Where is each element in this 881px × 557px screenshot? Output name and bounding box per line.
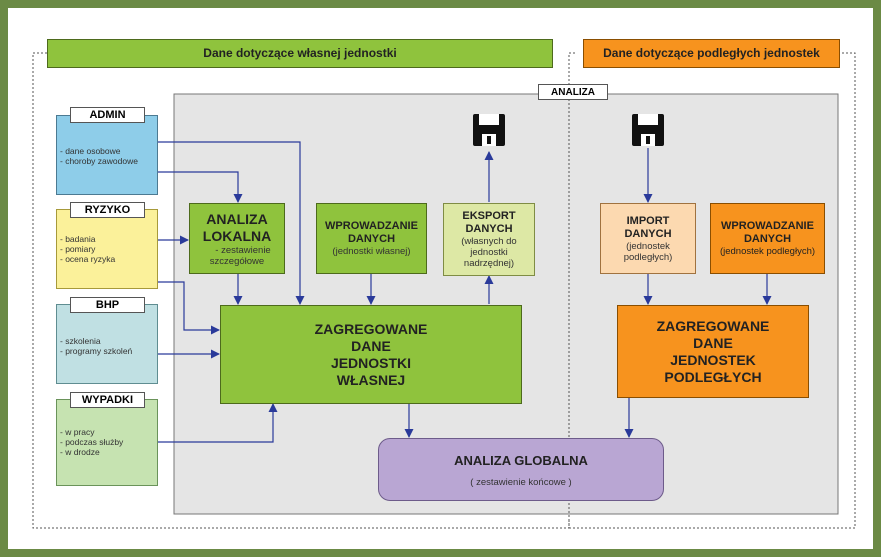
list-item: - ocena ryzyka — [60, 254, 116, 264]
eksport-sub-1: (własnych do — [461, 236, 517, 247]
banner-own-label: Dane dotyczące własnej jednostki — [203, 46, 397, 60]
wypadki-title: WYPADKI — [81, 394, 134, 406]
zagregowane-podlegle-line-2: DANE — [693, 334, 733, 351]
eksport-box: EKSPORT DANYCH (własnych do jednostki na… — [443, 203, 535, 276]
admin-title: ADMIN — [89, 109, 126, 121]
import-sub-1: (jednostek — [626, 240, 670, 252]
analiza-lokalna-title-2: LOKALNA — [202, 227, 272, 244]
list-item: - pomiary — [60, 244, 96, 254]
ryzyko-title: RYZYKO — [84, 204, 131, 216]
ryzyko-box — [56, 209, 158, 289]
eksport-sub-3: nadrzędnej) — [463, 258, 515, 269]
list-item: - w pracy — [60, 427, 95, 437]
ryzyko-list: - badania - pomiary - ocena ryzyka — [60, 234, 115, 264]
banner-sub-label: Dane dotyczące podległych jednostek — [603, 46, 820, 60]
arrow-admin-analiza-lokalna — [158, 171, 243, 203]
import-box: IMPORT DANYCH (jednostek podległych) — [600, 203, 696, 274]
wprowadzanie-wlasne-sub: (jednostki własnej) — [332, 246, 411, 257]
analiza-tab: ANALIZA — [538, 84, 608, 100]
wprowadzanie-podlegle-title-1: WPROWADZANIE — [721, 220, 814, 232]
zagregowane-wlasne-line-3: JEDNOSTKI — [330, 354, 412, 371]
zagregowane-podlegle-line-1: ZAGREGOWANE — [656, 317, 770, 334]
banner-own-unit: Dane dotyczące własnej jednostki — [47, 39, 553, 68]
analiza-lokalna-title-1: ANALIZA — [206, 210, 268, 227]
zagregowane-wlasne-line-2: DANE — [351, 337, 391, 354]
list-item: - badania — [60, 234, 96, 244]
analiza-globalna-sub: ( zestawienie końcowe ) — [470, 476, 572, 488]
admin-list: - dane osobowe - choroby zawodowe — [60, 146, 138, 166]
wypadki-box — [56, 399, 158, 486]
wprowadzanie-wlasne-title-2: DANYCH — [347, 233, 396, 245]
wprowadzanie-wlasne-box: WPROWADZANIE DANYCH (jednostki własnej) — [316, 203, 427, 274]
analiza-globalna-title: ANALIZA GLOBALNA — [454, 452, 588, 468]
list-item: - programy szkoleń — [60, 346, 133, 356]
list-item: - podczas służby — [60, 437, 124, 447]
bhp-list: - szkolenia - programy szkoleń — [60, 336, 132, 356]
zagregowane-podlegle-box: ZAGREGOWANE DANE JEDNOSTEK PODLEGŁYCH — [617, 305, 809, 398]
zagregowane-podlegle-line-4: PODLEGŁYCH — [664, 368, 762, 385]
arrow-admin-zagregowane — [158, 141, 305, 305]
import-sub-2: podległych) — [623, 251, 673, 263]
wypadki-tab: WYPADKI — [70, 392, 145, 408]
analiza-lokalna-box: ANALIZA LOKALNA - zestawienie szczegółow… — [189, 203, 285, 274]
floppy-disk-icon — [632, 114, 664, 146]
arrow-ryzyko-zagregowane — [158, 281, 220, 335]
eksport-title-1: EKSPORT — [462, 210, 516, 222]
zagregowane-wlasne-line-1: ZAGREGOWANE — [314, 320, 428, 337]
banner-subordinate-units: Dane dotyczące podległych jednostek — [583, 39, 840, 68]
dashed-outline-own — [32, 52, 570, 529]
wypadki-list: - w pracy - podczas służby - w drodze — [60, 427, 123, 457]
import-title-2: DANYCH — [624, 227, 672, 240]
bhp-title: BHP — [95, 299, 120, 311]
arrow-wypadki-zagregowane — [158, 403, 278, 443]
floppy-disk-icon — [473, 114, 505, 146]
list-item: - w drodze — [60, 447, 100, 457]
list-item: - szkolenia — [60, 336, 101, 346]
zagregowane-wlasne-box: ZAGREGOWANE DANE JEDNOSTKI WŁASNEJ — [220, 305, 522, 404]
wprowadzanie-podlegle-box: WPROWADZANIE DANYCH (jednostek podległyc… — [710, 203, 825, 274]
import-title-1: IMPORT — [626, 214, 670, 227]
zagregowane-podlegle-line-3: JEDNOSTEK — [670, 351, 756, 368]
analiza-label: ANALIZA — [551, 86, 595, 98]
zagregowane-wlasne-line-4: WŁASNEJ — [336, 371, 406, 388]
admin-tab: ADMIN — [70, 107, 145, 123]
ryzyko-tab: RYZYKO — [70, 202, 145, 218]
list-item: - dane osobowe — [60, 146, 121, 156]
eksport-sub-2: jednostki — [470, 247, 508, 258]
wprowadzanie-podlegle-sub: (jednostek podległych) — [719, 246, 816, 257]
list-item: - choroby zawodowe — [60, 156, 138, 166]
wprowadzanie-podlegle-title-2: DANYCH — [743, 233, 792, 245]
eksport-title-2: DANYCH — [465, 223, 513, 235]
dashed-outline-sub — [568, 52, 856, 529]
bhp-box — [56, 304, 158, 384]
bhp-tab: BHP — [70, 297, 145, 313]
analiza-globalna-box: ANALIZA GLOBALNA ( zestawienie końcowe ) — [378, 438, 664, 501]
wprowadzanie-wlasne-title-1: WPROWADZANIE — [325, 220, 418, 232]
analiza-lokalna-sub-1: - zestawienie — [215, 244, 271, 256]
analiza-lokalna-sub-2: szczegółowe — [209, 255, 265, 267]
